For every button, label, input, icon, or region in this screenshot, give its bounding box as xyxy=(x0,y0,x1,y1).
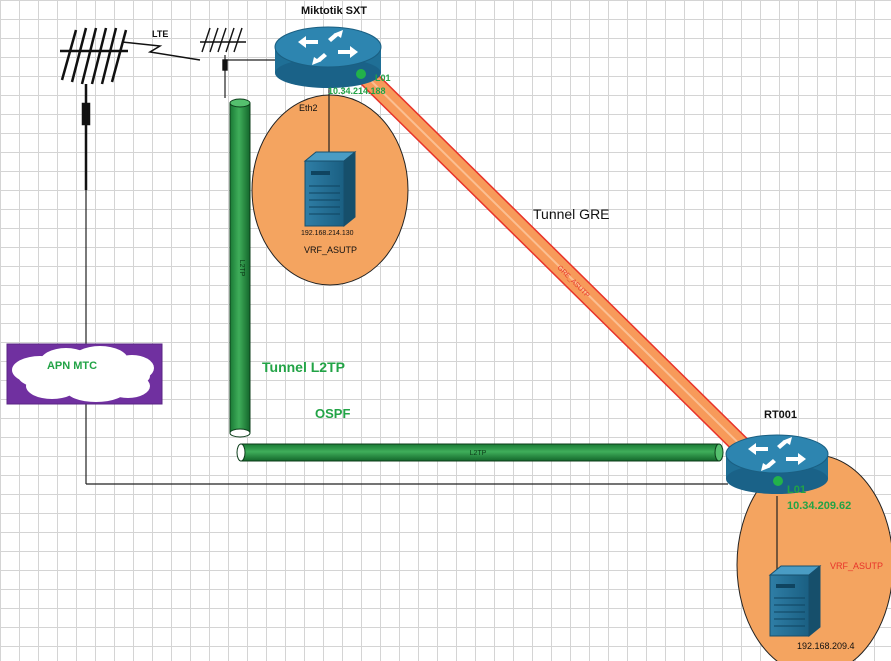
connection-lines xyxy=(85,55,778,570)
server-top-icon xyxy=(303,150,357,228)
server-top-ip: 192.168.214.130 xyxy=(301,230,354,237)
tunnel-gre-label: Tunnel GRE xyxy=(533,206,610,222)
router-top-lo-label: L01 xyxy=(375,73,391,83)
router-top-lo-ip: 10.34.214.188 xyxy=(328,86,386,96)
vrf-bottom-label: VRF_ASUTP xyxy=(830,561,883,571)
router-top-icon xyxy=(274,26,382,88)
router-bottom-name: RT001 xyxy=(764,409,797,421)
l2tp-pipe-vertical xyxy=(229,98,251,438)
lte-label: LTE xyxy=(152,29,168,39)
router-bottom-l01-dot xyxy=(773,476,783,486)
tunnel-l2tp-label: Tunnel L2TP xyxy=(262,359,345,375)
lte-lightning-icon xyxy=(121,41,201,61)
l2tp-vertical-label: L2TP xyxy=(238,260,245,277)
vrf-top-label: VRF_ASUTP xyxy=(304,245,357,255)
ospf-label: OSPF xyxy=(315,406,350,421)
router-bottom-lo-ip: 10.34.209.62 xyxy=(787,500,851,512)
server-bottom-ip: 192.168.209.4 xyxy=(797,641,855,651)
apn-cloud-icon xyxy=(12,346,154,402)
router-bottom-lo-label: L01 xyxy=(787,484,806,496)
apn-label: APN MTC xyxy=(47,360,97,372)
lte-antenna-left-icon xyxy=(60,27,128,190)
eth2-label: Eth2 xyxy=(299,103,318,113)
router-top-name: Miktotik SXT xyxy=(301,5,367,17)
router-top-l01-dot xyxy=(356,69,366,79)
l2tp-pipe-horizontal xyxy=(236,443,724,462)
lte-antenna-right-icon xyxy=(200,27,246,71)
server-bottom-icon xyxy=(768,564,822,638)
l2tp-horizontal-label: L2TP xyxy=(470,450,487,457)
